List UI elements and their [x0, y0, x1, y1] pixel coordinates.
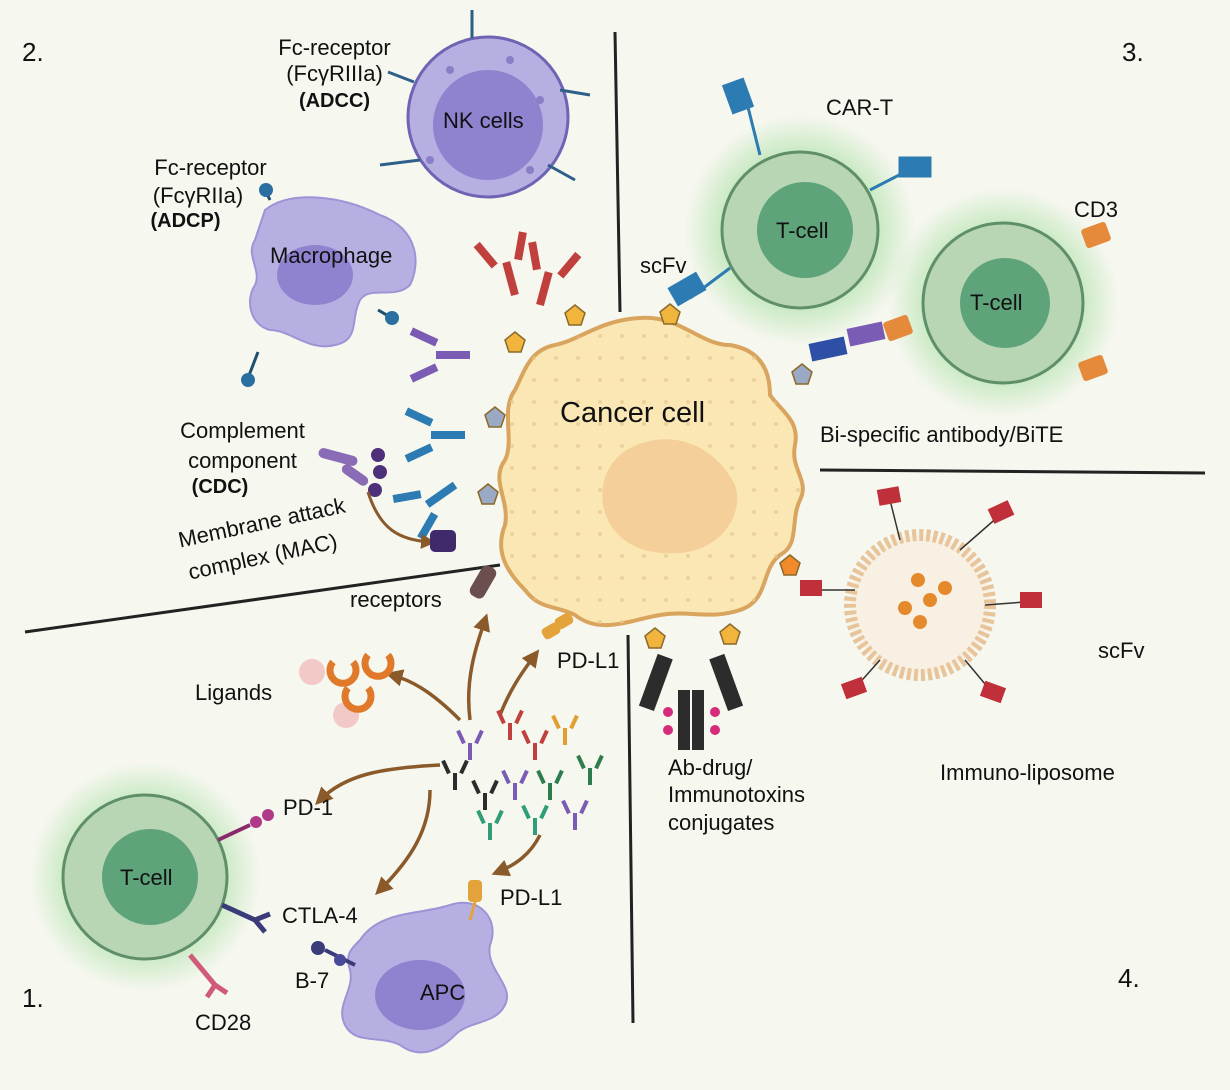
- receptors-label: receptors: [350, 587, 442, 612]
- panel-number-3: 3.: [1122, 37, 1144, 67]
- pdl1-apc: [468, 880, 482, 921]
- scfv-cart-label: scFv: [640, 253, 687, 278]
- panel-number-2: 2.: [22, 37, 44, 67]
- ligands: [299, 652, 395, 728]
- complement-line2: component: [188, 448, 297, 473]
- macrophage: [241, 183, 417, 387]
- panel-number-1: 1.: [22, 983, 44, 1013]
- purple-antibody: [409, 327, 470, 383]
- antibody-cluster: [441, 709, 604, 840]
- pdl1-bottom-label: PD-L1: [500, 885, 563, 910]
- ligands-label: Ligands: [195, 680, 273, 705]
- pdl1-cancer: [541, 612, 574, 640]
- panel1-tcell: [61, 793, 229, 961]
- b7-label: B-7: [295, 968, 330, 993]
- b7-receptor: [311, 941, 356, 967]
- mac-arrow: [366, 491, 436, 549]
- cancer-cell-label: Cancer cell: [560, 397, 706, 429]
- adc-line1: Ab-drug/: [668, 755, 753, 780]
- bite-label: Bi-specific antibody/BiTE: [820, 422, 1064, 447]
- fc-nk-line2: (FcγRIIIa): [286, 61, 383, 86]
- car-receptors: [667, 77, 932, 307]
- fc-mac-line1: Fc-receptor: [154, 155, 267, 180]
- apc-cell: [341, 901, 508, 1054]
- receptor: [469, 565, 497, 599]
- pathway-arrows: [315, 613, 542, 895]
- immunoliposome: [800, 486, 1042, 704]
- divider-bottom: [626, 634, 635, 1024]
- panel-number-4: 4.: [1118, 963, 1140, 993]
- divider-right: [819, 468, 1206, 475]
- adcp-label: (ADCP): [150, 210, 221, 232]
- cancer-cell: [497, 315, 805, 628]
- immunoliposome-label: Immuno-liposome: [940, 760, 1115, 785]
- cart-label: CAR-T: [826, 95, 894, 120]
- cd28-receptor: [188, 953, 229, 999]
- tcell-panel1-label: T-cell: [120, 865, 173, 890]
- ctla4-label: CTLA-4: [282, 903, 358, 928]
- mac-pore: [430, 530, 456, 552]
- apc-label: APC: [420, 980, 466, 1005]
- fc-mac-line2: (FcγRIIa): [152, 183, 244, 208]
- divider-bottom-left: [24, 563, 501, 634]
- adc-antibodies: [638, 653, 744, 750]
- nk-cells-label: NK cells: [443, 108, 524, 133]
- cart-tcell: [720, 150, 880, 310]
- antigens: [477, 303, 813, 649]
- adcc-label: (ADCC): [298, 90, 371, 112]
- cdc-label: (CDC): [191, 476, 249, 498]
- pd1-receptor: [217, 809, 274, 842]
- scfv-liposome-label: scFv: [1098, 638, 1145, 663]
- red-antibodies: [472, 229, 583, 313]
- macrophage-label: Macrophage: [270, 243, 393, 268]
- pdl1-top-label: PD-L1: [557, 648, 620, 673]
- bite-tcell: [921, 221, 1085, 385]
- complement-line1: Complement: [180, 418, 305, 443]
- cd3-receptors: [883, 222, 1111, 381]
- ctla4-receptor: [220, 902, 271, 934]
- blue-antibodies: [389, 407, 471, 543]
- adc-line3: conjugates: [668, 810, 775, 835]
- bite-antibody: [808, 321, 886, 362]
- complement-component: [318, 448, 387, 497]
- cd28-label: CD28: [195, 1010, 252, 1035]
- adc-line2: Immunotoxins: [668, 782, 805, 807]
- fc-nk-line1: Fc-receptor: [278, 35, 391, 60]
- nk-cell: [379, 10, 591, 199]
- cd3-label: CD3: [1074, 197, 1119, 222]
- tcell-cart-label: T-cell: [776, 218, 829, 243]
- tcell-bite-label: T-cell: [970, 290, 1023, 315]
- pd1-label: PD-1: [283, 795, 334, 820]
- divider-left-top: [613, 31, 622, 313]
